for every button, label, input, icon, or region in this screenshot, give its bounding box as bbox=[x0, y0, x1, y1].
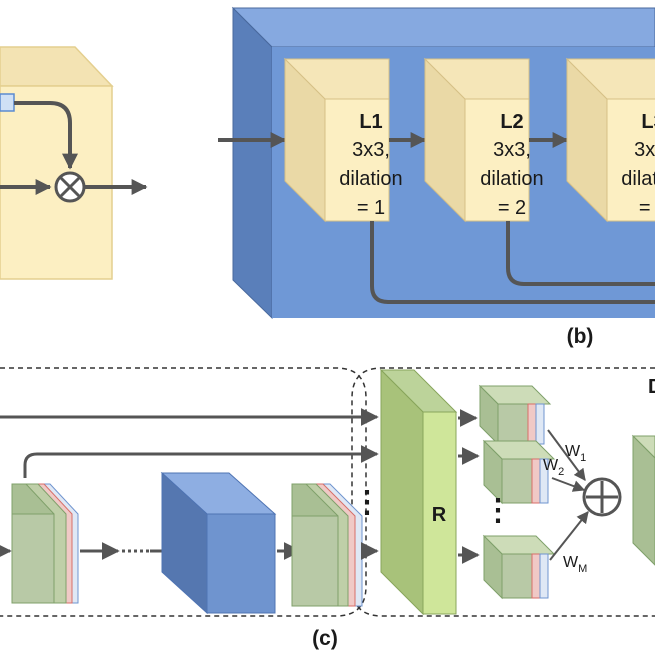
r-block: R bbox=[379, 368, 458, 616]
feature-stack-2 bbox=[291, 483, 363, 607]
second-skip-arrow bbox=[23, 445, 379, 478]
panel-b: L1 3x3, dilation = 1 L2 3x3, dilation = … bbox=[218, 6, 655, 348]
layer-l1-dilation-label: dilation bbox=[339, 168, 402, 190]
layer-l3-dilation-label: dilation bbox=[621, 168, 655, 190]
blue-cube bbox=[160, 471, 277, 615]
w2-label: W2 bbox=[543, 457, 564, 478]
layer-l3-dilation-value: = 3 bbox=[639, 197, 655, 219]
wm-line bbox=[549, 511, 589, 561]
feedback-arrow bbox=[14, 101, 78, 170]
layer-l3-kernel: 3x3, bbox=[634, 139, 655, 161]
blue-panel-top bbox=[231, 7, 655, 48]
layer-l1-name: L1 bbox=[359, 111, 382, 133]
layer-l2-kernel: 3x3, bbox=[493, 139, 531, 161]
feature-stack-1 bbox=[11, 483, 79, 604]
small-stack-2 bbox=[482, 439, 556, 505]
panel-c: D bbox=[0, 367, 655, 650]
multiply-icon bbox=[54, 171, 86, 203]
layer-l1-kernel: 3x3, bbox=[352, 139, 390, 161]
w1-line bbox=[547, 429, 586, 481]
layer-l2-dilation-value: = 2 bbox=[498, 197, 526, 219]
l2-skip-connection bbox=[506, 221, 655, 286]
w2-line bbox=[551, 477, 586, 492]
small-stack-1 bbox=[478, 384, 552, 446]
layer-l3-name: L3 bbox=[641, 111, 655, 133]
sum-icon bbox=[582, 477, 622, 517]
r-label: R bbox=[432, 504, 447, 526]
panel-b-caption: (b) bbox=[567, 325, 594, 348]
left-dashed-region bbox=[0, 367, 367, 617]
blue-panel-left-side bbox=[232, 6, 273, 320]
small-stack-m bbox=[482, 534, 556, 600]
right-region-label: D bbox=[648, 376, 655, 398]
layer-l2-block: L2 3x3, dilation = 2 bbox=[423, 57, 544, 223]
small-blue-box bbox=[0, 93, 15, 112]
panel-c-caption: (c) bbox=[312, 627, 338, 650]
right-dashed-region bbox=[351, 367, 655, 617]
output-block bbox=[631, 434, 655, 566]
wm-label: WM bbox=[563, 554, 587, 575]
layer-l2-name: L2 bbox=[500, 111, 523, 133]
w1-label: W1 bbox=[565, 443, 586, 464]
yellow-block-top bbox=[0, 46, 114, 87]
vertical-ellipsis-right: ⋮ bbox=[483, 494, 513, 527]
layer-l1-dilation-value: = 1 bbox=[357, 197, 385, 219]
layer-l3-block: L3 3x3, dilation = 3 bbox=[565, 57, 655, 223]
l1-skip-connection bbox=[370, 221, 655, 304]
layer-l1-block: L1 3x3, dilation = 1 bbox=[283, 57, 403, 223]
vertical-ellipsis-left: ⋮ bbox=[352, 486, 382, 519]
panel-a-fragment bbox=[0, 46, 148, 280]
layer-l2-dilation-label: dilation bbox=[480, 168, 543, 190]
